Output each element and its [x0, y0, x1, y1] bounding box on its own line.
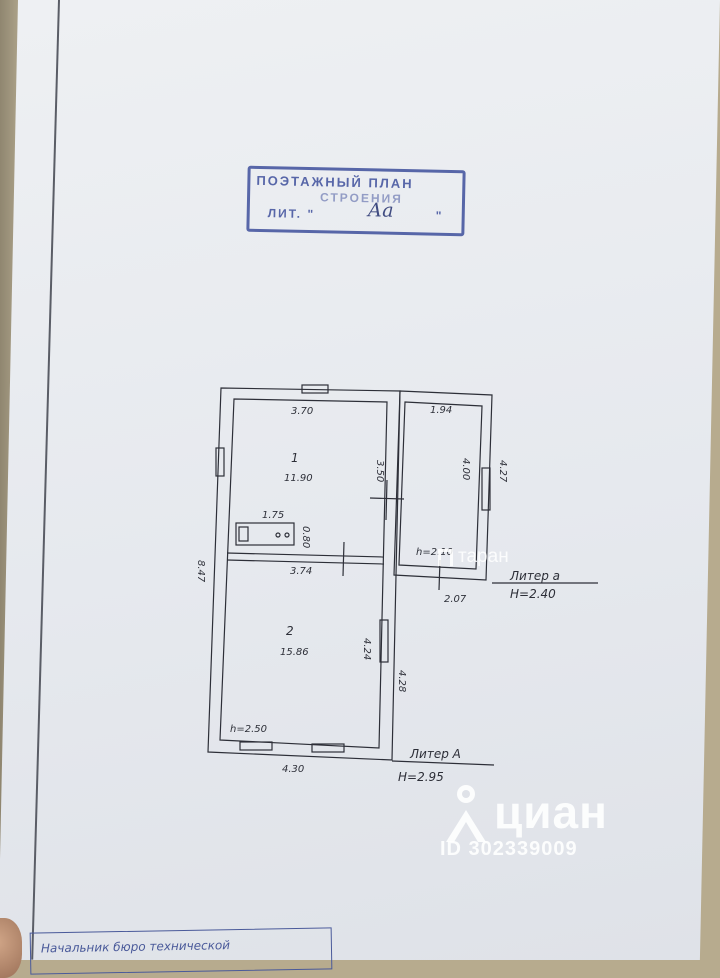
- room1-number: 1: [291, 451, 299, 465]
- footer-signature-box: Начальник бюро технической: [29, 927, 333, 975]
- dim-left-length: 8.47: [195, 560, 206, 583]
- dim-outer-right: 4.28: [396, 670, 407, 692]
- cian-logo-icon: [446, 785, 486, 842]
- dim-top-width: 3.70: [291, 406, 313, 417]
- stove-box: [238, 526, 249, 542]
- dim-stove-width: 1.75: [262, 510, 284, 521]
- main-liter-label: Литер А: [409, 747, 461, 761]
- window-top: [301, 384, 329, 394]
- thumb: [0, 918, 22, 978]
- main-inner-wall: [219, 398, 388, 749]
- annex-total-height: H=2.40: [510, 587, 556, 601]
- door-mark-3: [342, 541, 345, 577]
- annex-inner-wall: [398, 401, 483, 570]
- annex-outer-wall: [393, 390, 493, 581]
- stove: [235, 522, 295, 546]
- main-liter-underline: [391, 760, 495, 766]
- annex-ceiling-height: h=2.10: [416, 547, 453, 558]
- stove-burner-2: [284, 532, 290, 538]
- window-bottom-2: [311, 743, 345, 753]
- room2-area: 15.86: [280, 647, 309, 658]
- taran-logo-icon: [438, 548, 453, 566]
- dim-annex-inner: 4.00: [460, 458, 471, 480]
- annex-liter-label: Литер а: [509, 569, 560, 583]
- taran-watermark: таран: [438, 546, 509, 568]
- room1-area: 11.90: [284, 473, 313, 484]
- window-left: [215, 447, 225, 477]
- dim-stove-depth: 0.80: [300, 526, 311, 548]
- main-outer-wall: [207, 387, 401, 761]
- dim-annex-top: 1.94: [430, 405, 452, 416]
- taran-watermark-text: таран: [458, 546, 509, 567]
- dim-annex-bottom: 2.07: [444, 594, 467, 605]
- partition-wall-a: [226, 552, 385, 558]
- listing-id: ID 302339009: [440, 838, 578, 860]
- dim-room2-height: 4.24: [361, 638, 372, 660]
- dim-bottom-width: 4.30: [282, 764, 304, 775]
- door-mark-2: [385, 479, 388, 521]
- footer-text: Начальник бюро технической: [40, 938, 231, 956]
- main-ceiling-height: h=2.50: [230, 724, 267, 735]
- dim-mid-width: 3.74: [290, 566, 312, 577]
- stove-burner-1: [275, 532, 281, 538]
- cian-brand-name: циан: [494, 786, 608, 838]
- dim-room1-height: 3.50: [374, 460, 385, 482]
- window-bottom-1: [239, 741, 273, 751]
- window-annex: [481, 467, 491, 511]
- partition-wall-b: [226, 559, 385, 565]
- window-right: [379, 619, 389, 663]
- dim-annex-outer: 4.27: [497, 460, 508, 483]
- cian-watermark: циан ID 302339009: [440, 780, 608, 861]
- main-total-height: H=2.95: [398, 770, 444, 784]
- room2-number: 2: [286, 624, 294, 638]
